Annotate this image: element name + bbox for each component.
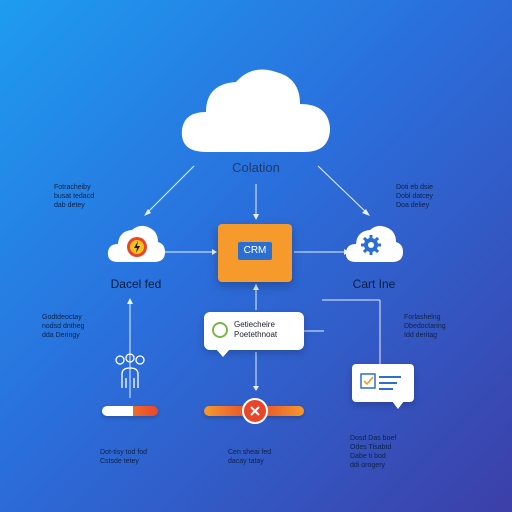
top-cloud-label: Colation bbox=[232, 160, 280, 175]
note-top-left: Fotracheiby busat tedacd dab detey bbox=[54, 184, 95, 209]
top-cloud bbox=[176, 60, 336, 160]
right-cloud bbox=[344, 222, 404, 266]
checklist-card bbox=[352, 364, 414, 409]
gear-icon bbox=[361, 235, 381, 255]
checklist-icon bbox=[360, 373, 401, 390]
note-bottom-left: Dot-tisy tod fod Cstsde tetey bbox=[100, 449, 148, 465]
note-bottom-mid: Cen sheai fed dacay tatay bbox=[228, 449, 272, 465]
chat-icon bbox=[212, 322, 228, 338]
note-mid-right: Forlashelng Dbedoctaring Idd deritag bbox=[404, 314, 446, 339]
chat-bubble: Getiecheire Poetethnoat bbox=[204, 312, 304, 357]
crm-node: CRM bbox=[218, 224, 292, 282]
left-cloud bbox=[106, 222, 166, 266]
people-icon bbox=[115, 353, 145, 388]
note-top-right: Doti eb dsie Dobl datcey Doa deliey bbox=[396, 184, 433, 209]
card-tail bbox=[392, 401, 404, 409]
note-mid-left: Godtdeoctay nodsd dntheg dda Deringy bbox=[42, 314, 85, 339]
note-bottom-right: Dosd Das boef Odes Tisabtd Dabe ti bod d… bbox=[350, 435, 397, 469]
chat-bubble-text: Getiecheire Poetethnoat bbox=[234, 320, 278, 339]
left-slider[interactable] bbox=[102, 406, 158, 416]
left-cloud-label: Dacel fed bbox=[110, 277, 162, 291]
close-icon[interactable] bbox=[242, 398, 268, 424]
crm-label: CRM bbox=[238, 242, 272, 260]
cloud-icon bbox=[181, 69, 330, 152]
bubble-tail bbox=[216, 349, 230, 357]
right-cloud-label: Cart Ine bbox=[352, 277, 396, 291]
warning-icon bbox=[127, 237, 147, 257]
